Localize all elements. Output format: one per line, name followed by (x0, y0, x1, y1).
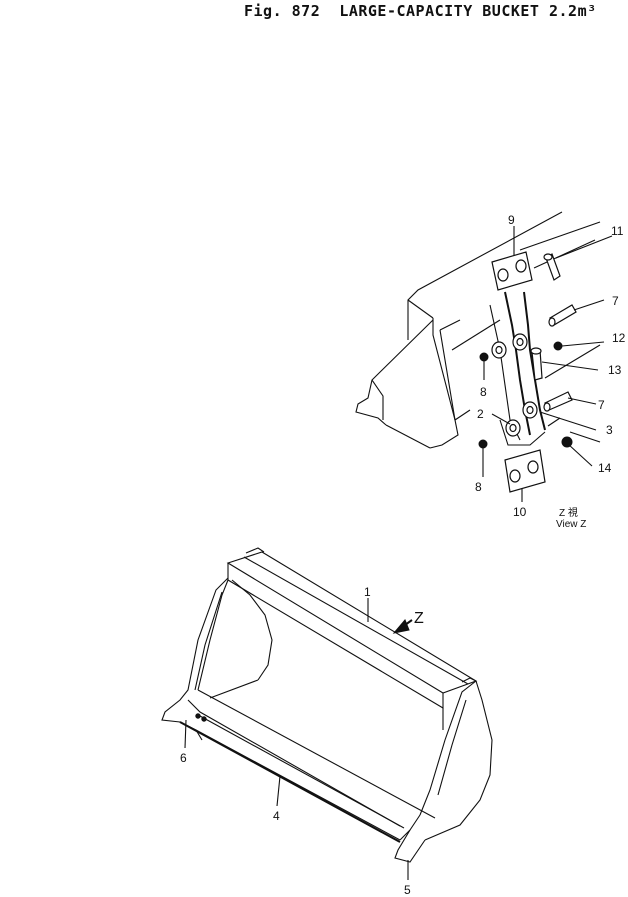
callout-7-upper: 7 (612, 294, 619, 308)
callout-10: 10 (513, 505, 527, 519)
callout-3: 3 (606, 423, 613, 437)
callout-8-upper: 8 (480, 385, 487, 399)
figure-number: Fig. 872 (244, 2, 321, 20)
callout-12: 12 (612, 331, 626, 345)
view-caption-en: View Z (556, 519, 586, 530)
callout-5: 5 (404, 883, 411, 897)
callout-4: 4 (273, 809, 280, 823)
figure-title: Fig. 872 LARGE-CAPACITY BUCKET 2.2m³ (244, 2, 597, 20)
callout-11: 11 (611, 224, 624, 238)
callout-2: 2 (477, 407, 484, 421)
view-z-detail (355, 211, 613, 502)
figure-caption: LARGE-CAPACITY BUCKET 2.2m³ (339, 2, 597, 20)
callout-7-lower: 7 (598, 398, 605, 412)
callout-1: 1 (364, 585, 371, 599)
callout-13: 13 (608, 363, 622, 377)
callout-8-lower: 8 (475, 480, 482, 494)
view-z-label: Z (414, 610, 424, 627)
callout-14: 14 (598, 461, 612, 475)
view-z-arrow (392, 619, 413, 634)
callout-6: 6 (180, 751, 187, 765)
view-caption-jp: Z 視 (559, 506, 578, 519)
callout-9: 9 (508, 213, 515, 227)
bucket-assembly (161, 547, 493, 863)
